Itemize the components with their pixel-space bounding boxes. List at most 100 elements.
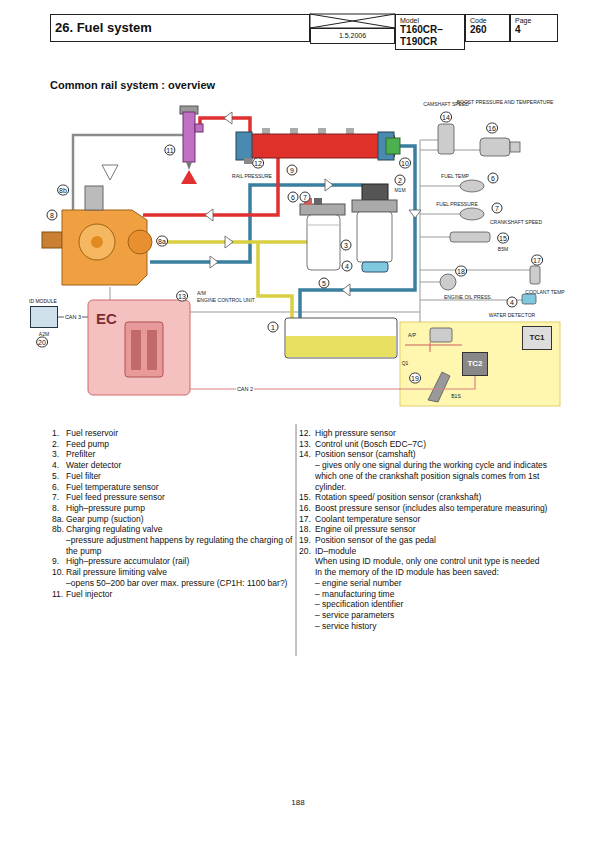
list-number: 15. bbox=[299, 492, 311, 503]
list-number: 12. bbox=[299, 428, 311, 439]
rail-part bbox=[386, 138, 400, 154]
list-text: –pressure adjustment happens by regulati… bbox=[66, 535, 294, 556]
list-text: Boost pressure sensor (includes also tem… bbox=[315, 503, 563, 514]
list-text: Control unit (Bosch EDC–7C) bbox=[315, 439, 563, 450]
list-text: When using ID module, only one control u… bbox=[315, 556, 563, 567]
id-module-box: ID MODULE bbox=[30, 306, 58, 328]
signal-wires-part bbox=[430, 342, 431, 352]
list-number: 3. bbox=[52, 449, 59, 460]
list-text: – service history bbox=[315, 621, 563, 632]
control-unit-part bbox=[88, 300, 190, 395]
list-text: Rail pressure limiting valve bbox=[66, 567, 294, 578]
node-text: TC2 bbox=[463, 353, 487, 375]
header-cell: Page4 bbox=[510, 14, 558, 42]
control-unit-part bbox=[147, 330, 157, 370]
node-text: EC bbox=[88, 300, 190, 327]
sensor-icons-part bbox=[480, 138, 510, 156]
list-number: 4. bbox=[52, 460, 59, 471]
callout-number: 19 bbox=[409, 373, 421, 384]
rail-part bbox=[244, 158, 252, 164]
node-text: ID MODULE bbox=[29, 298, 57, 304]
part-label: A/P bbox=[408, 332, 416, 338]
callout-number: 12 bbox=[252, 158, 264, 169]
heading: Common rail system : overview bbox=[50, 79, 215, 91]
callout-number: 13 bbox=[176, 291, 188, 302]
list-number: 8a. bbox=[52, 514, 64, 525]
flow-arrow-part bbox=[409, 210, 421, 218]
flow-arrow-part bbox=[224, 112, 232, 124]
leak-line bbox=[73, 135, 183, 210]
list-number: 11. bbox=[52, 589, 63, 600]
list-text: Gear pump (suction) bbox=[66, 514, 294, 525]
injector-part bbox=[183, 112, 195, 162]
sensor-icons-part bbox=[428, 372, 450, 402]
list-text: In the memory of the ID module has been … bbox=[315, 567, 563, 578]
list-text: – service parameters bbox=[315, 610, 563, 621]
high-pressure-pump-part bbox=[79, 224, 115, 260]
list-text: Fuel injector bbox=[66, 589, 294, 600]
callout-number: 6 bbox=[288, 192, 299, 203]
part-label: A/M bbox=[197, 290, 206, 296]
list-number: 8b. bbox=[52, 524, 64, 535]
control-unit-box: EC bbox=[88, 300, 190, 395]
injector-part bbox=[186, 162, 192, 170]
sensor-icons-part bbox=[440, 274, 456, 290]
part-label: COOLANT TEMP bbox=[525, 289, 564, 295]
bus-label: CAN 2 bbox=[236, 386, 254, 392]
header-cross-part bbox=[310, 14, 395, 28]
list-number: 17. bbox=[299, 514, 311, 525]
signal-wires-part bbox=[405, 345, 462, 346]
callout-number: 8 bbox=[47, 210, 58, 221]
list-text: Position sensor (camshaft) bbox=[315, 449, 563, 460]
callout-number: 4 bbox=[507, 297, 518, 308]
callout-number: 20 bbox=[36, 337, 48, 348]
sensor-icons bbox=[428, 124, 540, 402]
sensor-icons-part bbox=[522, 294, 536, 304]
list-text: Position sensor of the gas pedal bbox=[315, 535, 563, 546]
high-pressure-pump-part bbox=[128, 230, 152, 254]
injector bbox=[180, 106, 203, 184]
callout-number: 16 bbox=[486, 123, 498, 134]
list-text: Rotation speed/ position sensor (cranksh… bbox=[315, 492, 563, 503]
high-pressure-pump-part bbox=[85, 186, 103, 210]
column-divider-part bbox=[296, 424, 297, 656]
bus-label: CAN 3 bbox=[64, 314, 82, 320]
control-unit-part bbox=[125, 322, 163, 377]
flow-arrow bbox=[102, 112, 421, 296]
flow-arrow-part bbox=[342, 284, 350, 296]
list-text: High pressure sensor bbox=[315, 428, 563, 439]
header-cell: ModelT160CR– T190CR bbox=[395, 14, 465, 50]
part-label: B5M bbox=[498, 246, 508, 252]
part-label: FUEL PRESSURE bbox=[436, 201, 478, 207]
flow-arrow-part bbox=[225, 236, 233, 248]
injector-part bbox=[195, 124, 203, 132]
sensor-icons-part bbox=[460, 180, 484, 192]
callout-number: 14 bbox=[440, 112, 452, 123]
list-number: 9. bbox=[52, 556, 59, 567]
header-cross bbox=[310, 14, 395, 28]
list-number: 20. bbox=[299, 546, 311, 557]
fuel-filter-part bbox=[307, 215, 340, 270]
signal-wires-part bbox=[110, 287, 111, 300]
list-text: Fuel temperature sensor bbox=[66, 482, 294, 493]
fuel-tank-part bbox=[285, 318, 397, 358]
high-pressure-line-part bbox=[143, 158, 278, 215]
prefilter-part bbox=[357, 212, 392, 262]
sensor-panel bbox=[400, 322, 560, 406]
list-number: 19. bbox=[299, 535, 311, 546]
flow-arrow-part bbox=[210, 256, 218, 268]
rail-part bbox=[240, 134, 395, 158]
prefilter-part bbox=[362, 184, 388, 200]
high-pressure-pump bbox=[42, 186, 152, 285]
list-number: 14. bbox=[299, 449, 311, 460]
header-cross-part bbox=[310, 14, 395, 28]
sensor-panel-part bbox=[400, 322, 560, 406]
flow-arrow-part bbox=[205, 209, 213, 221]
part-label: RAIL PRESSURE bbox=[232, 173, 272, 179]
part-label: CRANKSHAFT SPEED bbox=[490, 219, 542, 225]
callout-number: 8a bbox=[156, 236, 168, 247]
list-text: – engine serial number bbox=[315, 578, 563, 589]
sensor-box: TC2 bbox=[462, 352, 488, 376]
list-text: Charging regulating valve bbox=[66, 524, 294, 535]
